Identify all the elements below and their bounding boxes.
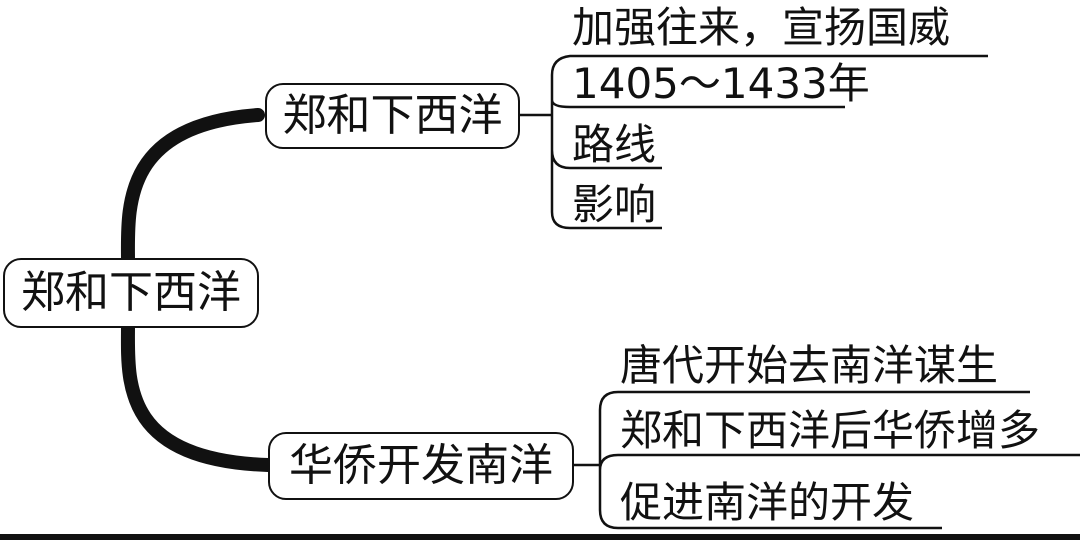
branch-2-fan [598, 390, 1080, 530]
leaf-zhenghe-4: 影响 [572, 180, 657, 229]
bottom-divider [0, 534, 1080, 540]
leaf-huaqiao-2: 郑和下西洋后华侨增多 [620, 406, 1041, 455]
branch-node-zhenghe: 郑和下西洋 [265, 83, 520, 149]
root-node-label: 郑和下西洋 [21, 267, 241, 318]
root-node: 郑和下西洋 [3, 258, 259, 328]
branch-node-zhenghe-label: 郑和下西洋 [282, 90, 503, 141]
leaf-zhenghe-2: 1405～1433年 [572, 59, 870, 108]
branch-1-fan [550, 54, 988, 230]
leaf-zhenghe-3: 路线 [572, 120, 657, 169]
leaf-huaqiao-1: 唐代开始去南洋谋生 [620, 341, 999, 390]
leaf-zhenghe-1: 加强往来，宣扬国威 [572, 3, 951, 52]
leaf-huaqiao-3: 促进南洋的开发 [620, 478, 915, 527]
branch-node-huaqiao-label: 华侨开发南洋 [289, 440, 553, 491]
branch-node-huaqiao: 华侨开发南洋 [268, 432, 574, 500]
